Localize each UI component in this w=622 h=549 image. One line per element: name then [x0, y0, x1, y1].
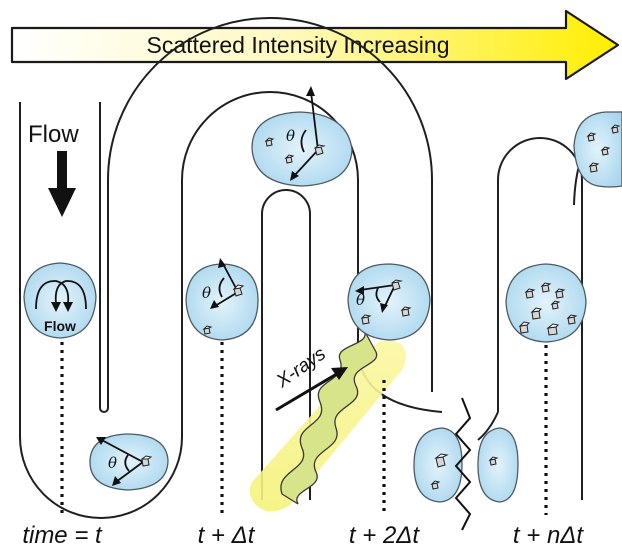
crystal-icon: [550, 300, 561, 310]
crystal-icon: [546, 323, 560, 336]
crystal-icon: [360, 314, 372, 325]
crystal-icon: [434, 453, 449, 468]
crystal-icon: [610, 124, 621, 134]
scattered-arrowhead: [290, 171, 299, 181]
crystal-icon: [232, 284, 245, 297]
crystal-icon: [314, 144, 326, 156]
crystal-icon: [566, 314, 578, 325]
incident-vector: [359, 284, 396, 291]
crystal-icon: [540, 282, 552, 293]
crystal-icon: [400, 306, 412, 317]
channel-mid-wall: [261, 189, 311, 500]
scattered-vector: [115, 461, 144, 483]
droplet-break-left: [413, 427, 463, 503]
theta-label: θ: [108, 454, 117, 472]
recirculation-arrowhead-left: [63, 302, 73, 312]
droplet-top-right: [573, 111, 622, 188]
xray-direction-arrow: [275, 370, 341, 412]
crystal-icon: [391, 279, 403, 291]
crystal-icon: [140, 455, 153, 467]
time-label-t: time = t: [22, 522, 103, 549]
intensity-arrow-label: Scattered Intensity Increasing: [147, 32, 450, 58]
crystal-icon: [488, 456, 499, 466]
scattered-arrowhead: [112, 476, 121, 486]
droplet-break-right: [477, 427, 519, 503]
channel-break-mark: [454, 397, 472, 531]
crystal-icon: [284, 154, 295, 164]
scattered-vector: [293, 149, 319, 177]
xray-wave: [280, 329, 378, 505]
droplet-bottom: θ: [89, 433, 169, 491]
droplet-top-right-body: [573, 111, 622, 188]
droplet-top: θ: [251, 86, 353, 187]
crystal-icon: [530, 307, 543, 320]
time-label-ndt: t + nΔt: [513, 522, 584, 549]
droplet-t-plus-ndt-body: [505, 263, 587, 343]
recirculation-arrow-left: [35, 280, 70, 310]
incident-vector: [97, 437, 144, 463]
intensity-arrow: Scattered Intensity Increasing: [10, 9, 620, 81]
channel-outer-wall: [19, 91, 443, 519]
scattered-vector: [214, 291, 239, 307]
crystal-icon: [524, 288, 536, 299]
flow-arrow-shaft: [57, 151, 67, 191]
theta-label: θ: [202, 284, 211, 302]
theta-label: θ: [356, 291, 365, 309]
theta-arc: [375, 287, 381, 303]
theta-arc: [124, 454, 130, 472]
theta-label: θ: [286, 127, 295, 145]
droplet-t: Flow: [23, 262, 97, 339]
droplet-t-body: [23, 262, 97, 339]
incident-arrowhead: [306, 86, 315, 96]
crystal-icon: [430, 480, 441, 490]
incident-vector: [310, 91, 319, 151]
crystal-icon: [264, 137, 275, 147]
crystal-icon: [586, 132, 597, 142]
crystal-icon: [202, 325, 213, 335]
scattered-arrowhead: [380, 303, 388, 313]
droplet-t-plus-dt: θ: [185, 258, 259, 341]
theta-arc: [300, 129, 307, 153]
recirculation-arrowhead-right: [51, 302, 61, 312]
xrays-label: X-rays: [272, 343, 330, 393]
droplet-t-plus-ndt: [505, 263, 587, 343]
droplet-t-plus-2dt: θ: [347, 263, 431, 341]
crystal-icon: [588, 162, 600, 173]
scattered-arrowhead: [210, 300, 219, 309]
intensity-arrow-shape: [10, 9, 620, 81]
incident-arrowhead: [355, 286, 364, 295]
time-label-2dt: t + 2Δt: [349, 522, 420, 549]
channel-inner-wall: [99, 17, 433, 413]
time-label-dt: t + Δt: [198, 522, 256, 549]
flow-arrow-head: [48, 188, 76, 217]
recirculation-arrow-right: [54, 280, 87, 310]
droplet-break-right-body: [477, 427, 519, 503]
crystal-icon: [554, 288, 566, 299]
crystal-icon: [518, 321, 531, 334]
xray-direction-arrowhead: [331, 367, 348, 380]
droplet-flow-label: Flow: [44, 318, 76, 334]
flow-label: Flow: [28, 121, 79, 148]
theta-arc: [218, 277, 225, 298]
incident-arrowhead: [218, 258, 226, 268]
channel-right-wall-c: [477, 411, 499, 441]
incident-arrowhead: [96, 437, 106, 445]
crystal-icon: [600, 146, 611, 156]
droplet-bottom-body: [89, 433, 169, 491]
flow-indicator: Flow: [28, 121, 79, 217]
